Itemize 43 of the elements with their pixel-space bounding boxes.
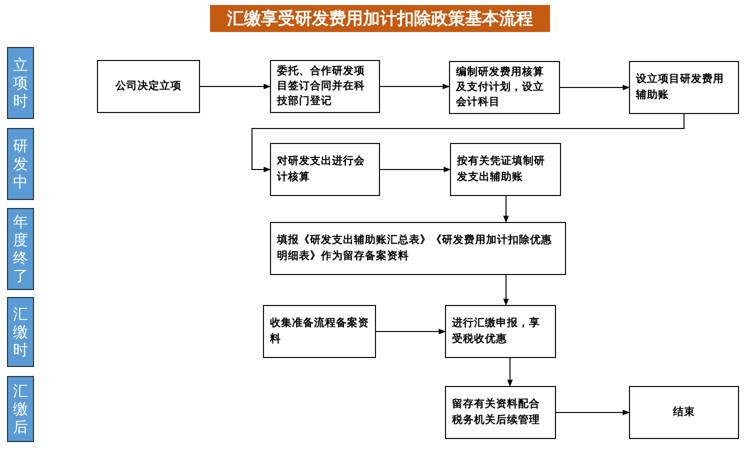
stage-band [7, 297, 34, 367]
arrow [380, 166, 451, 172]
process-box [270, 143, 380, 196]
arrow [507, 358, 513, 387]
step-text: 编制研发费用核算及支付计划，设立会计科目 [456, 64, 545, 110]
stage-band [7, 208, 34, 290]
step-text: 收集准备流程备案资料 [270, 316, 369, 346]
stage-band [7, 47, 34, 119]
arrow [380, 84, 450, 90]
stage-label: 研发中 [13, 137, 28, 191]
process-box [450, 143, 561, 196]
stage-band [7, 128, 34, 200]
step-text: 留存有关资料配合税务机关后续管理 [452, 397, 541, 428]
step-text: 进行汇缴申报，享受税收优惠 [452, 316, 541, 346]
step-text: 填报《研发支出辅助账汇总表》《研发费用加计扣除优惠明细表》作为留存备案资料 [277, 233, 553, 264]
stage-band [7, 376, 34, 442]
process-box [445, 305, 556, 358]
step-text: 结束 [673, 404, 695, 420]
process-box [629, 386, 739, 439]
arrow [376, 328, 446, 334]
process-box [263, 305, 376, 358]
step-text: 按有关凭证填制研发支出辅助账 [457, 154, 546, 184]
stage-label: 汇缴后 [13, 382, 28, 436]
step-text: 对研发支出进行会计核算 [277, 154, 366, 184]
arrow [252, 114, 684, 172]
process-box [629, 61, 739, 114]
step-text: 公司决定立项 [116, 78, 182, 94]
process-box [270, 222, 566, 275]
stage-label: 汇缴时 [13, 305, 28, 359]
process-box [449, 61, 560, 114]
process-box [270, 60, 380, 113]
process-box [97, 60, 200, 113]
step-text: 设立项目研发费用辅助账 [636, 72, 725, 102]
arrow [560, 84, 630, 90]
arrow [503, 196, 509, 223]
step-text: 委托、合作研发项目签订合同并在科技部门登记 [277, 64, 366, 110]
arrow [556, 410, 630, 416]
process-box [445, 386, 556, 439]
stage-label: 立项时 [13, 56, 28, 110]
arrow [503, 274, 509, 306]
arrow [200, 84, 271, 90]
title-banner: 汇缴享受研发费用加计扣除政策基本流程 [210, 5, 550, 32]
stage-label: 年度终了 [13, 213, 28, 285]
